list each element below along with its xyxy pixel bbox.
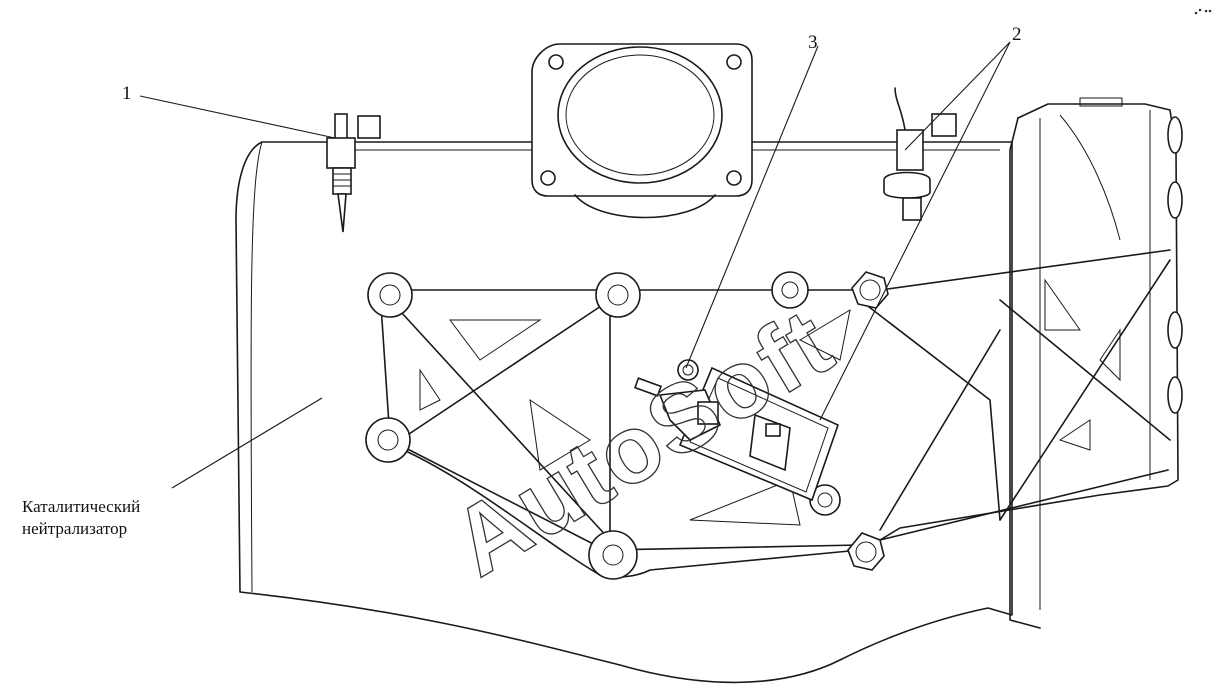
mounting-bosses	[365, 271, 841, 580]
callout-3: 3	[808, 32, 818, 53]
hex-bolts	[847, 271, 889, 571]
callout-1: 1	[122, 83, 132, 104]
leader-lines	[139, 41, 1011, 489]
sensor-2-pressure	[883, 87, 957, 221]
inlet-flange	[531, 43, 753, 219]
right-mounting-bracket	[849, 97, 1183, 629]
caption-line-1: Каталитический	[22, 497, 141, 516]
caption-line-2: нейтрализатор	[22, 519, 128, 538]
body-edge-line	[250, 141, 263, 593]
sensor-3-control-unit	[633, 359, 839, 502]
corner-mark	[1194, 8, 1212, 15]
converter-body-outline	[235, 141, 1013, 684]
component-caption: Каталитический нейтрализатор	[22, 496, 140, 540]
sensor-1-temperature	[326, 113, 381, 233]
callout-2: 2	[1012, 24, 1022, 45]
